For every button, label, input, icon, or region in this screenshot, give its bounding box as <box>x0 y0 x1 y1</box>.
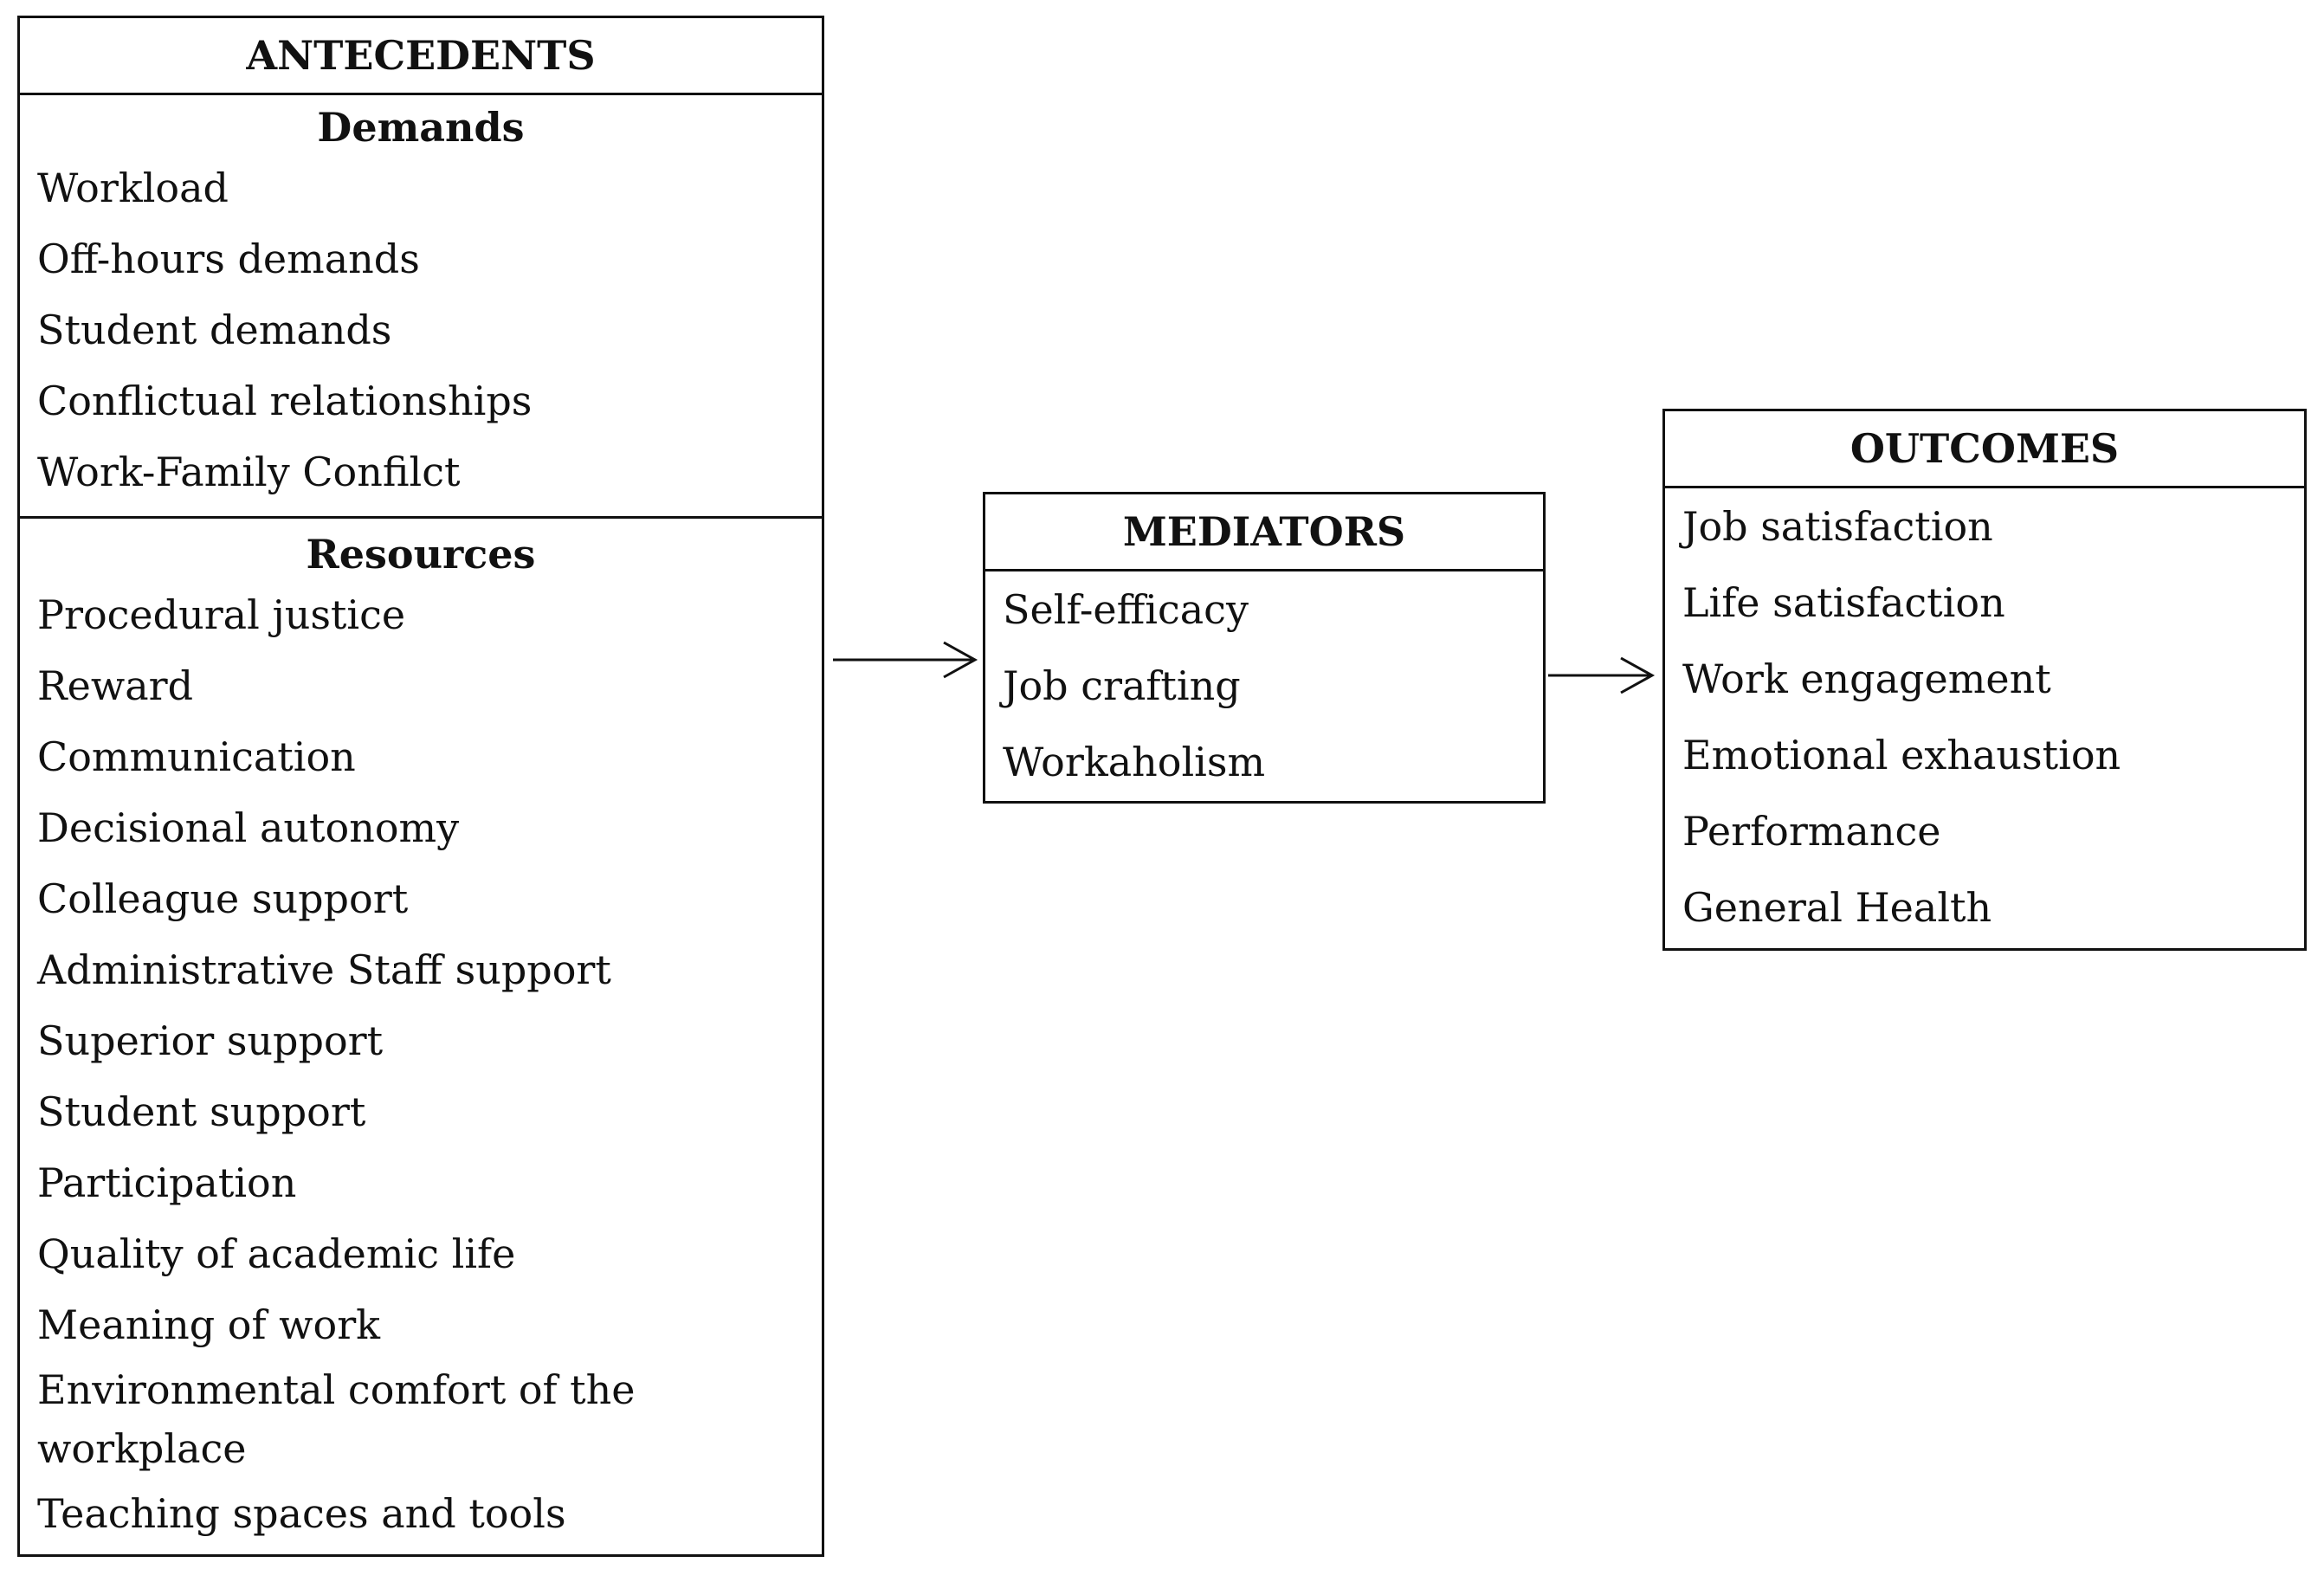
demand-item: Work-Family Confilct <box>37 449 461 495</box>
resource-item: Superior support <box>37 1017 384 1064</box>
mediators-title: MEDIATORS <box>985 494 1543 571</box>
resource-item: Colleague support <box>37 875 409 922</box>
resource-item: Student support <box>37 1088 366 1135</box>
demand-item: Conflictual relationships <box>37 378 533 424</box>
mediator-item: Job crafting <box>1003 662 1241 709</box>
resource-item: Participation <box>37 1159 297 1206</box>
resource-item: Communication <box>37 733 356 780</box>
resource-item: Decisional autonomy <box>37 804 460 851</box>
mediator-item: Self-efficacy <box>1003 586 1249 633</box>
outcome-item: Job satisfaction <box>1682 503 1993 550</box>
antecedents-box: ANTECEDENTS Demands Workload Off-hours d… <box>17 16 824 1557</box>
outcomes-box: OUTCOMES Job satisfaction Life satisfact… <box>1662 409 2307 951</box>
antecedents-to-mediators-arrow <box>833 641 978 679</box>
mediators-to-outcomes-arrow <box>1548 656 1656 694</box>
antecedents-title: ANTECEDENTS <box>20 18 822 95</box>
resource-item: Administrative Staff support <box>37 946 611 993</box>
mediator-item: Workaholism <box>1003 739 1266 785</box>
resources-title: Resources <box>306 531 536 578</box>
demands-title: Demands <box>317 104 525 151</box>
outcome-item: General Health <box>1682 884 1992 931</box>
resource-item: Quality of academic life <box>37 1230 516 1277</box>
demand-item: Student demands <box>37 307 392 353</box>
resource-item: Teaching spaces and tools <box>37 1490 566 1537</box>
outcome-item: Work engagement <box>1682 655 2051 702</box>
demand-item: Workload <box>37 165 229 211</box>
resource-item: Procedural justice <box>37 591 406 638</box>
outcome-item: Life satisfaction <box>1682 579 2005 626</box>
outcome-item: Performance <box>1682 808 1941 855</box>
demand-item: Off-hours demands <box>37 236 420 282</box>
demands-section: Demands Workload Off-hours demands Stude… <box>20 95 822 516</box>
outcome-item: Emotional exhaustion <box>1682 732 2121 778</box>
mediators-box: MEDIATORS Self-efficacy Job crafting Wor… <box>983 492 1546 804</box>
resource-item: Reward <box>37 662 194 709</box>
resource-item: Meaning of work <box>37 1301 381 1348</box>
resources-section: Resources Procedural justice Reward Comm… <box>20 516 822 1549</box>
resource-item: Environmental comfort of the workplace <box>37 1366 636 1472</box>
outcomes-title: OUTCOMES <box>1665 411 2304 488</box>
